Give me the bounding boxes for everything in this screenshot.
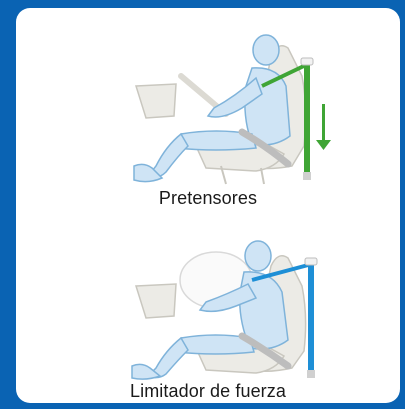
driver-icon	[131, 240, 289, 380]
shoulder-belt	[251, 257, 318, 378]
lap-belt	[238, 128, 292, 168]
pretensioner-illustration	[133, 34, 331, 185]
pretensioner-figure	[16, 16, 400, 216]
pedal-icon	[134, 83, 177, 119]
caption-limitador-de-fuerza: Limitador de fuerza	[130, 381, 286, 401]
force-limiter-illustration	[131, 240, 318, 380]
diagram-card: Pretensores	[16, 8, 400, 403]
pedal-icon	[134, 283, 177, 319]
down-arrow-icon	[316, 104, 331, 150]
shoulder-belt	[261, 57, 314, 180]
lap-belt	[238, 332, 292, 370]
caption-pretensores: Pretensores	[158, 188, 258, 208]
force-limiter-figure	[16, 236, 400, 403]
driver-icon	[133, 34, 291, 183]
